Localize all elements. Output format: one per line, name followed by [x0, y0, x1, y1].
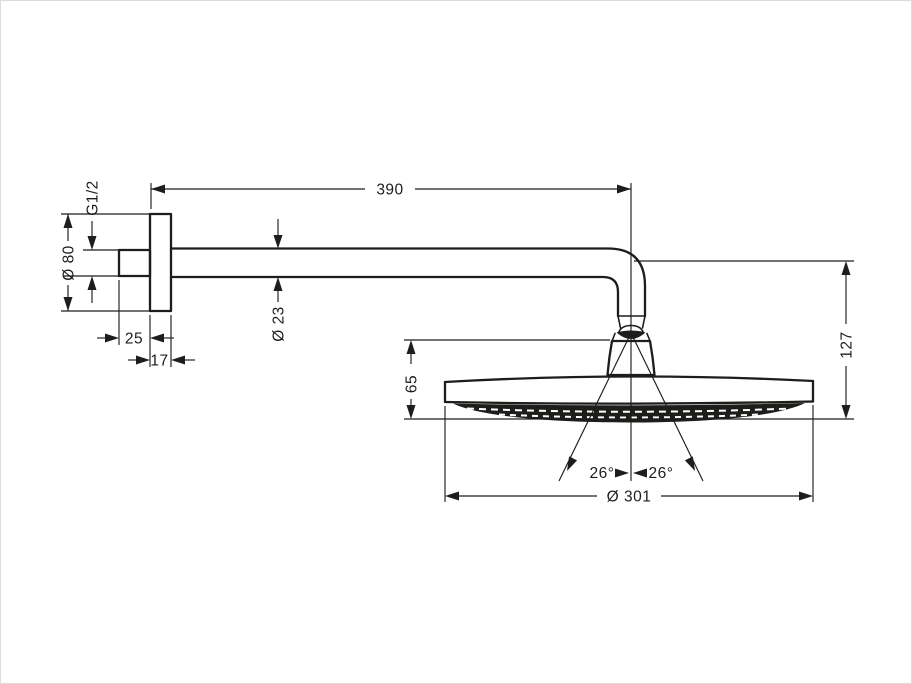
product-outline [117, 212, 815, 423]
head-bottom-rim [443, 400, 815, 405]
arrow-right-icon [136, 355, 150, 365]
arrow-down-icon [841, 405, 851, 419]
wall-flange [148, 212, 173, 313]
arrow-right-icon [617, 184, 631, 194]
spray-nozzle-row-2 [498, 413, 760, 419]
label-thread-depth: 25 [125, 331, 143, 348]
arrow-up-icon [87, 276, 97, 290]
dim-arm-diameter: Ø 23 [271, 219, 288, 342]
arrow-up-icon [273, 277, 283, 291]
arrow-down-icon [406, 405, 416, 419]
label-thread-size: G1/2 [85, 180, 102, 216]
dim-flange-thickness: 17 [128, 353, 195, 370]
thread-stub [117, 248, 152, 278]
arrow-left-icon [171, 355, 185, 365]
arrow-down-left-icon [567, 456, 578, 471]
spray-angle-group: 26° 26° [558, 332, 704, 482]
dim-arm-length: 390 [151, 182, 631, 199]
connector-block [606, 339, 656, 377]
arrow-up-icon [406, 340, 416, 354]
label-head-diameter: Ø 301 [607, 489, 652, 506]
connector-nut-taper [617, 315, 646, 329]
arrow-down-icon [273, 235, 283, 249]
label-arm-length: 390 [376, 182, 403, 199]
arrow-right-icon [799, 491, 813, 501]
arrow-up-icon [841, 261, 851, 275]
spray-cone-line-left [558, 332, 632, 482]
arrow-left-icon [151, 184, 165, 194]
label-spray-angle-right: 26° [649, 465, 674, 482]
dim-flange-diameter: Ø 80 [61, 214, 78, 311]
head-top-face [443, 375, 815, 384]
label-arm-diameter: Ø 23 [271, 306, 288, 342]
label-flange-thickness: 17 [150, 353, 168, 370]
dim-head-height: 65 [404, 340, 421, 419]
spray-cone-line-right [630, 332, 704, 482]
arrow-left-icon [150, 333, 164, 343]
arrow-down-icon [63, 297, 73, 311]
arrow-down-right-icon [684, 456, 695, 471]
ball-joint-collar [611, 332, 651, 342]
arrow-left-icon [445, 491, 459, 501]
label-overall-drop: 127 [839, 331, 856, 358]
dim-head-diameter: Ø 301 [445, 489, 813, 506]
arrow-right-icon [105, 333, 119, 343]
arrow-right-icon [615, 468, 629, 478]
label-spray-angle-left: 26° [590, 465, 615, 482]
spray-nozzle-row-1 [466, 407, 792, 413]
dim-thread-depth: 25 [97, 331, 174, 348]
arrow-left-icon [633, 468, 647, 478]
arm-tube-inner [169, 275, 620, 318]
arm-tube-outer [169, 247, 647, 318]
extension-lines [61, 183, 854, 502]
dim-thread-size: G1/2 [85, 180, 102, 303]
dim-overall-drop: 127 [839, 261, 856, 419]
label-head-height: 65 [404, 375, 421, 393]
label-flange-diameter: Ø 80 [61, 245, 78, 281]
arrow-up-icon [63, 214, 73, 228]
arrow-down-icon [87, 236, 97, 250]
